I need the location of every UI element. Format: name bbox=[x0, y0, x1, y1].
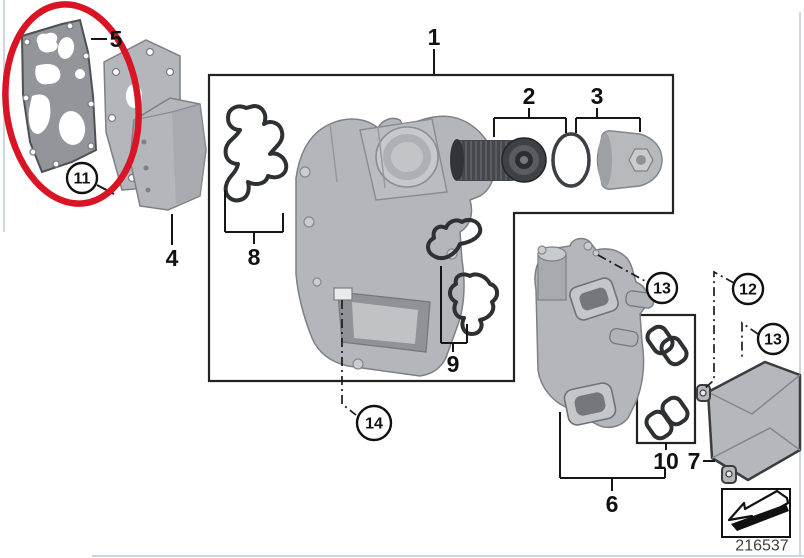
svg-text:11: 11 bbox=[74, 171, 91, 188]
callout-5[interactable]: 5 bbox=[110, 26, 123, 52]
callout-6[interactable]: 6 bbox=[606, 491, 619, 517]
callout-3[interactable]: 3 bbox=[591, 83, 604, 109]
callout-9[interactable]: 9 bbox=[447, 351, 460, 377]
part-o-ring bbox=[551, 132, 591, 188]
part-7-heat-exchanger bbox=[696, 360, 802, 484]
part-2-oil-filter-element bbox=[450, 137, 547, 183]
callout-8[interactable]: 8 bbox=[248, 244, 261, 270]
callout-11-circled[interactable]: 11 bbox=[65, 161, 99, 195]
callout-2[interactable]: 2 bbox=[523, 83, 536, 109]
part-3-filter-cap bbox=[596, 130, 663, 190]
svg-text:12: 12 bbox=[739, 282, 757, 299]
part-8-gasket bbox=[223, 104, 289, 203]
part-10-gasket-set bbox=[644, 324, 690, 441]
svg-text:13: 13 bbox=[653, 281, 671, 298]
drawing-number: 216537 bbox=[735, 538, 788, 555]
callout-4[interactable]: 4 bbox=[166, 245, 179, 271]
part-9-gaskets bbox=[426, 218, 499, 336]
callout-14-circled[interactable]: 14 bbox=[355, 404, 393, 442]
callout-1[interactable]: 1 bbox=[428, 24, 441, 50]
callout-13-circled-lower[interactable]: 13 bbox=[756, 322, 790, 356]
direction-arrow-icon bbox=[721, 488, 791, 538]
part-6-thermostat-housing bbox=[534, 237, 655, 429]
highlight-ellipse bbox=[2, 1, 142, 207]
svg-text:13: 13 bbox=[764, 332, 782, 349]
callout-7[interactable]: 7 bbox=[688, 448, 701, 474]
callout-13-circled-upper[interactable]: 13 bbox=[645, 271, 679, 305]
part-14-filter-housing bbox=[295, 115, 496, 377]
group-box-1 bbox=[207, 73, 675, 383]
part-5-gasket-plate bbox=[20, 18, 98, 174]
callout-10[interactable]: 10 bbox=[653, 448, 679, 474]
callout-12-circled[interactable]: 12 bbox=[731, 272, 765, 306]
part-4-oil-cooler bbox=[103, 39, 207, 211]
svg-text:14: 14 bbox=[365, 416, 383, 433]
